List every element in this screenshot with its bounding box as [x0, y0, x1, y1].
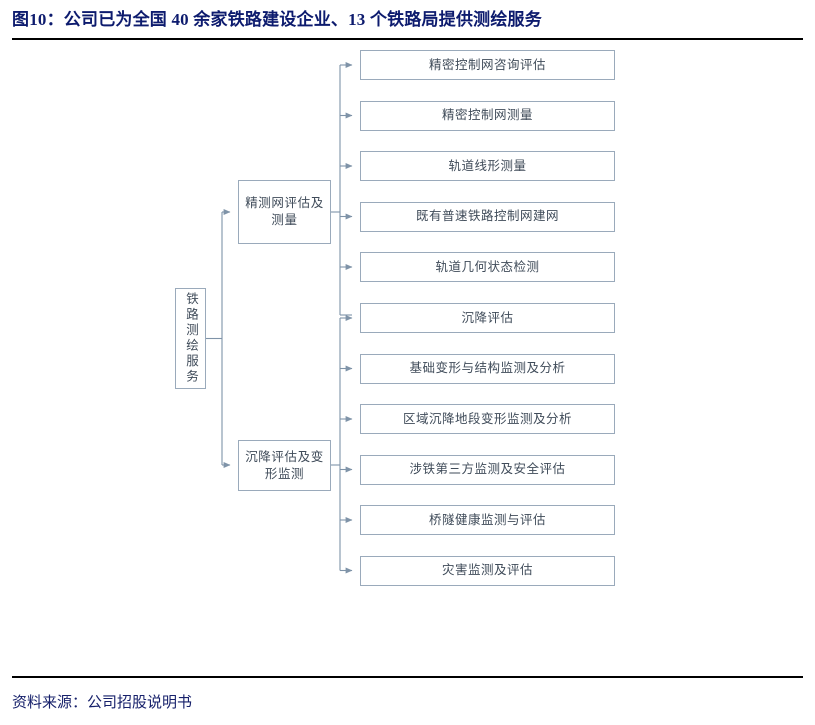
- branch-node-settlement-deformation[interactable]: 沉降评估及变形监测: [238, 440, 331, 491]
- leaf-node-10[interactable]: 桥隧健康监测与评估: [360, 505, 615, 535]
- figure-source-note: 资料来源：公司招股说明书: [12, 695, 193, 711]
- leaf-node-11[interactable]: 灾害监测及评估: [360, 555, 615, 586]
- leaf-node-8[interactable]: 区域沉降地段变形监测及分析: [360, 404, 615, 434]
- leaf-node-3[interactable]: 轨道线形测量: [360, 151, 615, 181]
- leaf-node-5[interactable]: 轨道几何状态检测: [360, 252, 615, 282]
- root-node-railway-surveying-service[interactable]: 铁路测绘服务: [175, 288, 206, 389]
- branch-node-precision-control-network[interactable]: 精测网评估及测量: [238, 180, 331, 244]
- figure-title: 图10：公司已为全国 40 余家铁路建设企业、13 个铁路局提供测绘服务: [12, 10, 542, 29]
- leaf-node-4[interactable]: 既有普速铁路控制网建网: [360, 201, 615, 232]
- flowchart-diagram: 铁路测绘服务 精测网评估及测量 沉降评估及变形监测 精密控制网咨询评估 精密控制…: [0, 44, 815, 674]
- footer-divider-rule: [12, 676, 803, 678]
- leaf-node-7[interactable]: 基础变形与结构监测及分析: [360, 353, 615, 384]
- leaf-node-1[interactable]: 精密控制网咨询评估: [360, 50, 615, 80]
- leaf-node-6[interactable]: 沉降评估: [360, 303, 615, 333]
- connector-lines: [206, 62, 353, 574]
- leaf-node-2[interactable]: 精密控制网测量: [360, 100, 615, 131]
- leaf-node-9[interactable]: 涉铁第三方监测及安全评估: [360, 454, 615, 485]
- title-divider-rule: [12, 38, 803, 40]
- figure-header: 图10：公司已为全国 40 余家铁路建设企业、13 个铁路局提供测绘服务: [12, 8, 803, 40]
